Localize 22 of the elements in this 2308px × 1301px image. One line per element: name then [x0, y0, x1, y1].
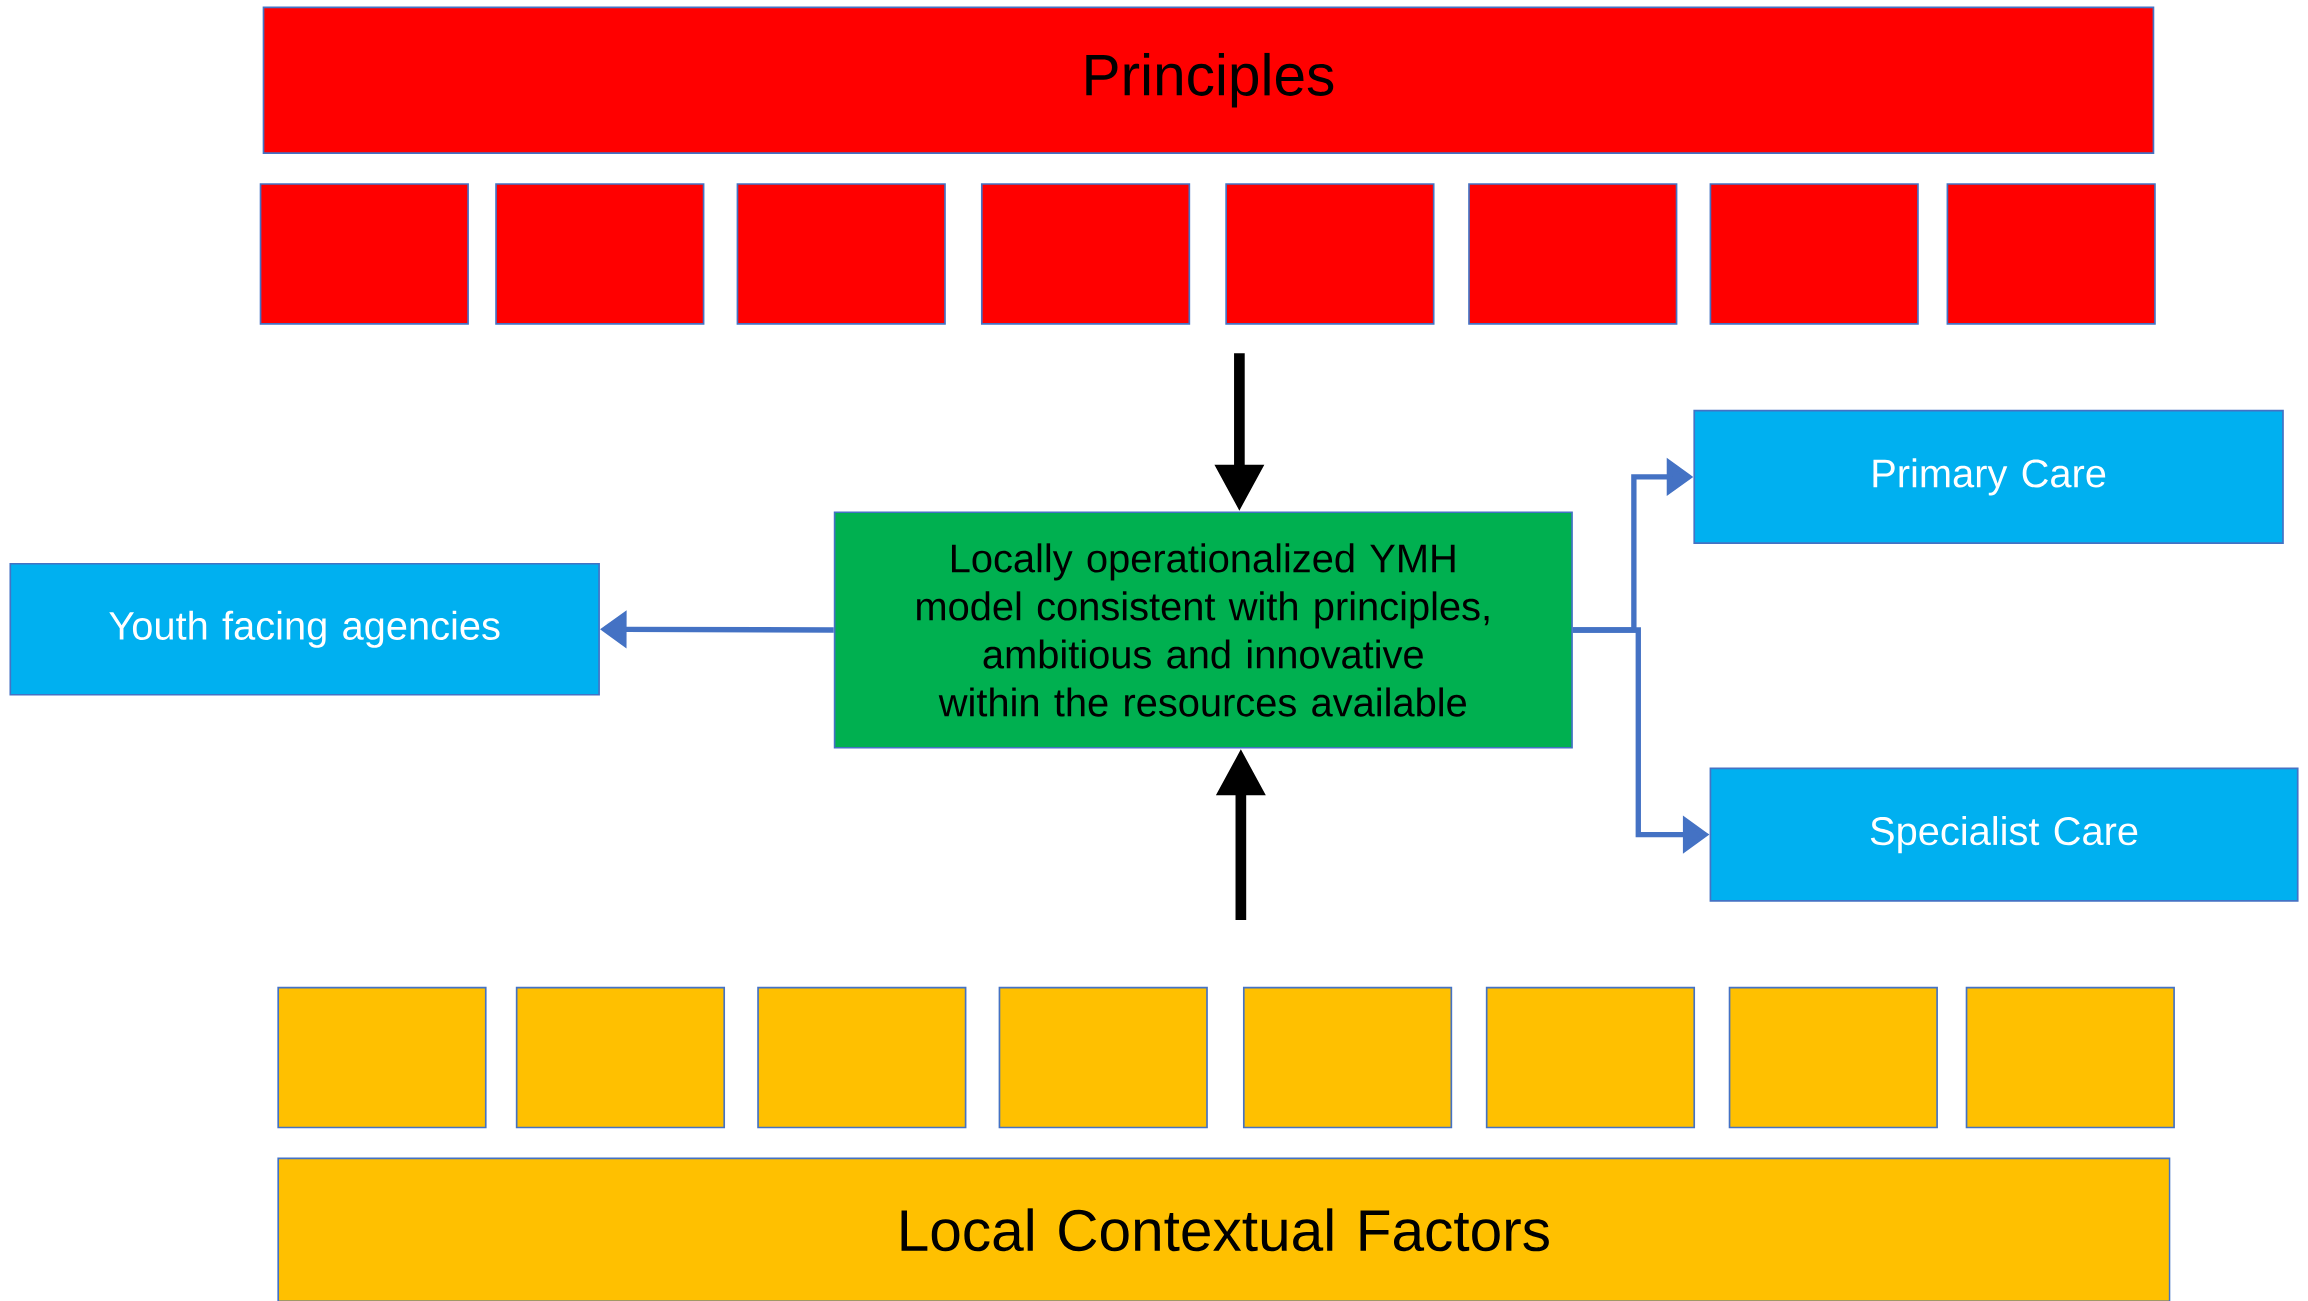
principle-box	[1946, 183, 2156, 325]
factor-box	[515, 986, 726, 1129]
factor-box	[1242, 986, 1453, 1129]
principle-box	[495, 183, 705, 325]
principle-box	[1225, 183, 1435, 325]
principle-box	[1709, 183, 1919, 325]
factor-box	[757, 986, 967, 1129]
principle-box	[259, 183, 469, 325]
principle-box	[736, 183, 946, 325]
heading-bar: Local Contextual Factors	[277, 1157, 2171, 1301]
target-box: Specialist Care	[1709, 767, 2299, 902]
factor-box	[1485, 986, 1696, 1129]
factor-box	[1728, 986, 1938, 1129]
process-box: Locally operationalized YMH model consistent with principles, ambitious and innovative within the resources available	[833, 511, 1573, 749]
principle-box	[1468, 183, 1678, 325]
target-box: Youth facing agencies	[9, 562, 600, 696]
target-box: Primary Care	[1693, 409, 2284, 544]
factor-box	[1965, 986, 2175, 1129]
factor-box	[277, 986, 487, 1129]
heading-bar: Principles	[262, 6, 2155, 154]
principle-box	[980, 183, 1191, 325]
factor-box	[998, 986, 1208, 1129]
